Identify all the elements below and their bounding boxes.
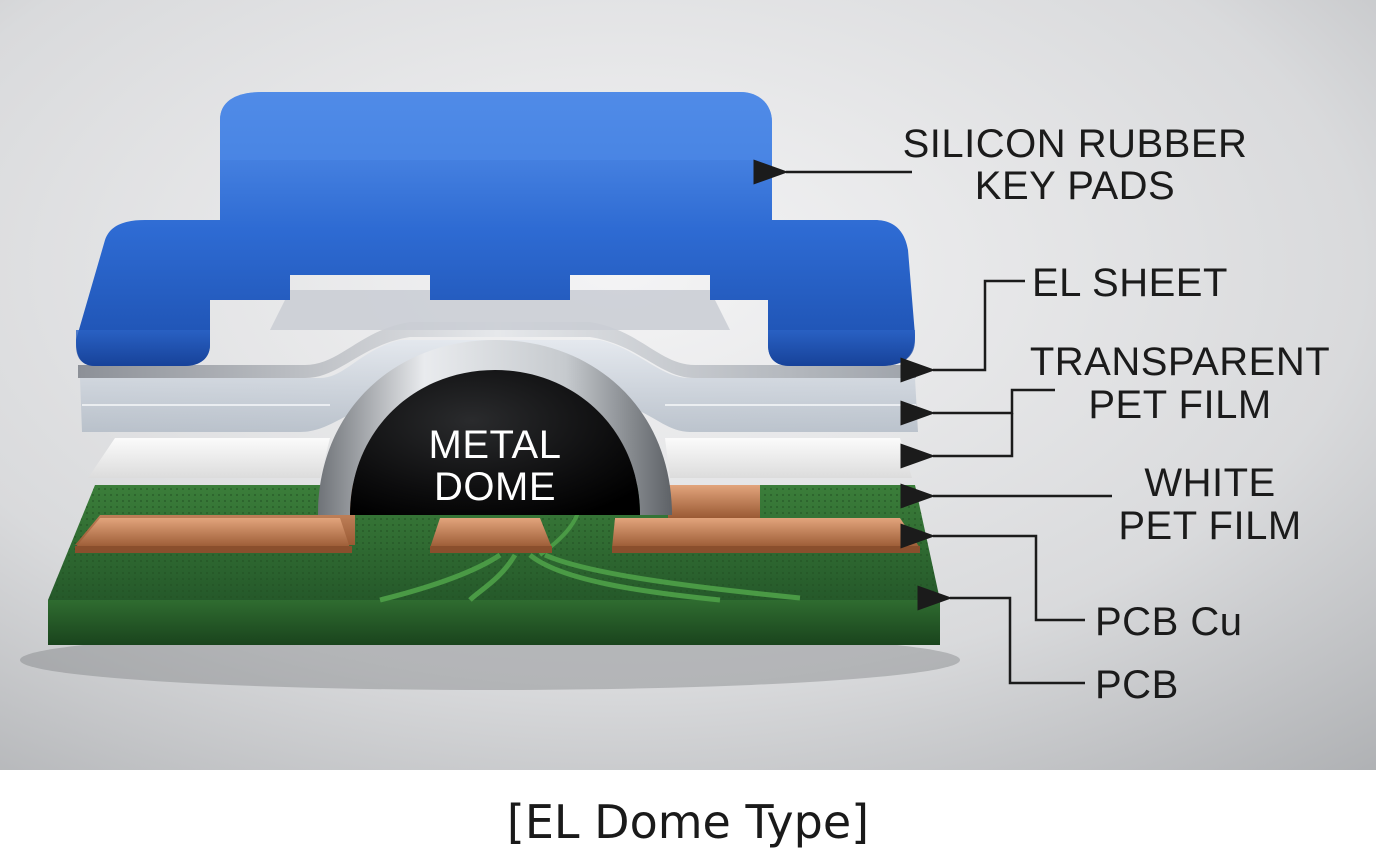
label-transparent-pet-line-1: TRANSPARENT [1030, 340, 1330, 384]
arrow-transparent-pet-1 [900, 388, 1055, 426]
label-el-sheet: EL SHEET [1032, 261, 1228, 305]
label-pcb: PCB [1095, 663, 1179, 707]
el-sheet-layer [78, 290, 916, 378]
label-silicon-rubber-line-1: SILICON RUBBER [903, 122, 1248, 166]
label-transparent-pet-line-2: PET FILM [1088, 383, 1271, 427]
leader-lines [753, 159, 1112, 685]
dome-label-line-2: DOME [434, 465, 556, 509]
pcb-cu-layer [75, 485, 920, 553]
silicon-rubber-key-pad [76, 92, 915, 366]
label-silicon-rubber-line-2: KEY PADS [975, 164, 1175, 208]
layer-labels: SILICON RUBBER KEY PADS EL SHEET TRANSPA… [903, 122, 1330, 707]
arrow-transparent-pet-2 [900, 413, 1014, 469]
white-pet-film-layer [88, 438, 912, 478]
el-dome-cross-section-diagram: METAL DOME SILICON RUBBER KEY PADS EL SH… [0, 0, 1376, 770]
arrow-pcb-cu [900, 523, 1085, 622]
figure-caption: [EL Dome Type] [506, 795, 870, 849]
label-pcb-cu: PCB Cu [1095, 600, 1243, 644]
dome-label-line-1: METAL [429, 423, 562, 467]
label-white-pet-line-2: PET FILM [1118, 504, 1301, 548]
label-white-pet-line-1: WHITE [1144, 461, 1275, 505]
arrow-el-sheet [900, 279, 1025, 383]
metal-dome: METAL DOME [318, 340, 672, 515]
arrow-pcb [917, 585, 1085, 685]
